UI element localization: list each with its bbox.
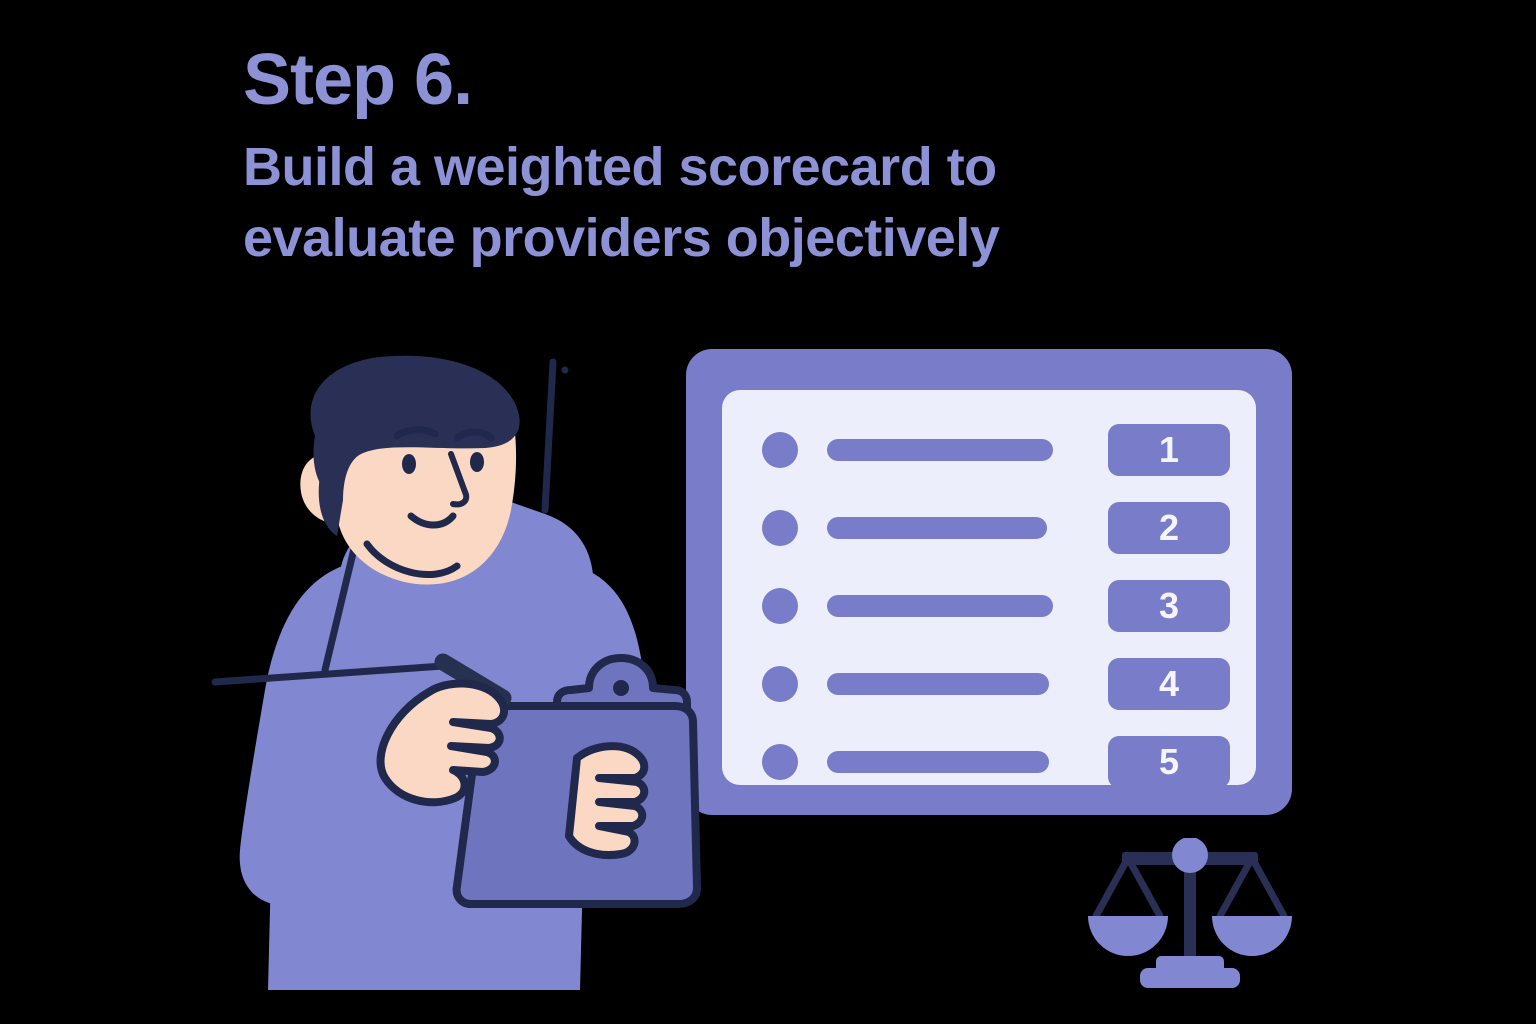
score-badge-1[interactable]: 1: [1108, 424, 1230, 476]
scorecard-row: 3: [762, 580, 1230, 632]
eye-left: [402, 454, 416, 474]
step-label: Step 6.: [243, 40, 473, 120]
eyebrow-right: [453, 428, 495, 442]
criterion-bar: [827, 517, 1047, 539]
criterion-bullet-icon: [762, 666, 798, 702]
eye-right: [470, 452, 484, 472]
criterion-bullet-icon: [762, 432, 798, 468]
shirt-left-arm: [239, 565, 435, 906]
scorecard-panel: 1 2 3 4 5: [722, 390, 1256, 788]
scorecard-row: 2: [762, 502, 1230, 554]
score-badge-5[interactable]: 5: [1108, 736, 1230, 788]
mouth: [407, 512, 457, 529]
criterion-bar: [827, 751, 1049, 773]
page-title: Build a weighted scorecard to evaluate p…: [243, 137, 1000, 269]
clipboard-clip-hole: [613, 680, 629, 696]
scale-post: [1184, 858, 1196, 962]
criterion-bullet-icon: [762, 588, 798, 624]
nose: [448, 451, 470, 508]
sleeve-cuff-line-left: [211, 662, 447, 686]
scale-base-lower: [1140, 968, 1240, 988]
criterion-bar: [827, 673, 1049, 695]
hair-sideburn: [318, 470, 343, 536]
criterion-bar: [827, 439, 1053, 461]
scorecard-board: 1 2 3 4 5: [686, 349, 1292, 815]
evaluator-illustration: [211, 355, 701, 990]
scale-string-right: [1216, 854, 1288, 920]
scale-string-left: [1092, 854, 1164, 920]
writing-hand: [376, 679, 509, 807]
score-badge-4[interactable]: 4: [1108, 658, 1230, 710]
scorecard-row: 4: [762, 658, 1230, 710]
scale-pan-right: [1212, 916, 1292, 956]
scorecard-row: 5: [762, 736, 1230, 788]
criterion-bullet-icon: [762, 510, 798, 546]
score-badge-3[interactable]: 3: [1108, 580, 1230, 632]
jaw-line: [363, 540, 461, 578]
score-badge-2[interactable]: 2: [1108, 502, 1230, 554]
criterion-bar: [827, 595, 1053, 617]
holding-hand: [565, 742, 649, 859]
arm-fold-right: [541, 358, 557, 514]
balance-scales-icon: [1088, 838, 1292, 988]
eyebrow-left: [393, 426, 439, 440]
heading-block: Step 6. Build a weighted scorecard to ev…: [243, 44, 1203, 275]
criterion-bullet-icon: [762, 744, 798, 780]
scorecard-row: 1: [762, 424, 1230, 476]
scale-pivot-knob: [1172, 838, 1208, 873]
scale-pan-left: [1088, 916, 1168, 956]
